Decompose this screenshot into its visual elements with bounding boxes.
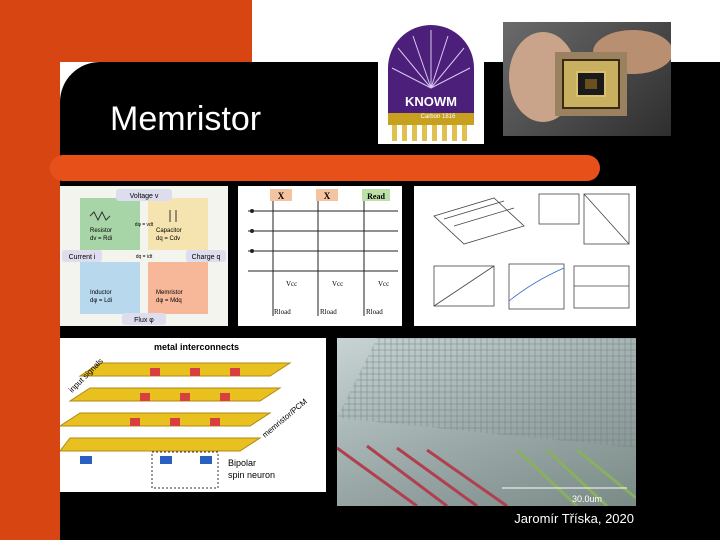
label-inductor: Inductor xyxy=(90,290,112,296)
label-current: Current i xyxy=(69,254,96,261)
label-bipolar: Bipolar xyxy=(228,458,256,468)
orange-divider-bar xyxy=(50,155,600,181)
label-voltage: Voltage v xyxy=(130,193,159,200)
label-spin-neuron: spin neuron xyxy=(228,470,275,480)
label-vcc-3: Vcc xyxy=(378,280,389,288)
spin-neuron-crossbar-diagram: metal interconnects input signals memris… xyxy=(60,338,326,492)
top-orange-bar xyxy=(60,0,252,62)
memristor-micrograph: 30.0um xyxy=(337,338,636,506)
label-resistor-eq: dv = Rdi xyxy=(90,236,112,242)
label-x2: X xyxy=(324,191,331,201)
label-rload-2: Rload xyxy=(320,308,337,316)
label-charge: Charge q xyxy=(192,254,221,261)
cmos-schematic-collage xyxy=(414,186,636,326)
label-memristor-pcm: memristor/PCM xyxy=(261,397,310,440)
label-vcc-1: Vcc xyxy=(286,280,297,288)
label-dq: dq = idt xyxy=(136,254,153,260)
label-read: Read xyxy=(367,192,385,201)
label-dphi: dφ = vdt xyxy=(135,222,154,228)
knowm-sub: Carbon 1816 xyxy=(421,114,456,120)
label-resistor: Resistor xyxy=(90,228,112,234)
label-capacitor: Capacitor xyxy=(156,228,182,234)
scale-bar-label: 30.0um xyxy=(572,494,602,504)
label-flux: Flux φ xyxy=(134,317,154,324)
author-caption: Jaromír Tříska, 2020 xyxy=(514,511,634,526)
label-x1: X xyxy=(278,191,285,201)
label-vcc-2: Vcc xyxy=(332,280,343,288)
chip-in-hand-photo xyxy=(503,22,671,136)
label-metal-interconnects: metal interconnects xyxy=(154,342,239,352)
label-rload-3: Rload xyxy=(366,308,383,316)
label-memristor: Memristor xyxy=(156,290,183,296)
knowm-chip-logo: KNOWM Carbon 1816 xyxy=(378,18,484,144)
fundamental-elements-diagram: Voltage v Current i Charge q Flux φ Resi… xyxy=(60,186,228,326)
crossbar-circuit-diagram: X X Read Vcc Vcc Vcc Rload Rload Rload xyxy=(238,186,402,326)
knowm-brand: KNOWM xyxy=(405,94,457,109)
label-rload-1: Rload xyxy=(274,308,291,316)
label-inductor-eq: dφ = Ldi xyxy=(90,298,112,304)
label-capacitor-eq: dq = Cdv xyxy=(156,236,180,242)
slide-title: Memristor xyxy=(110,100,261,139)
left-orange-bar xyxy=(0,0,60,540)
label-memristor-eq: dφ = Mdq xyxy=(156,298,182,304)
